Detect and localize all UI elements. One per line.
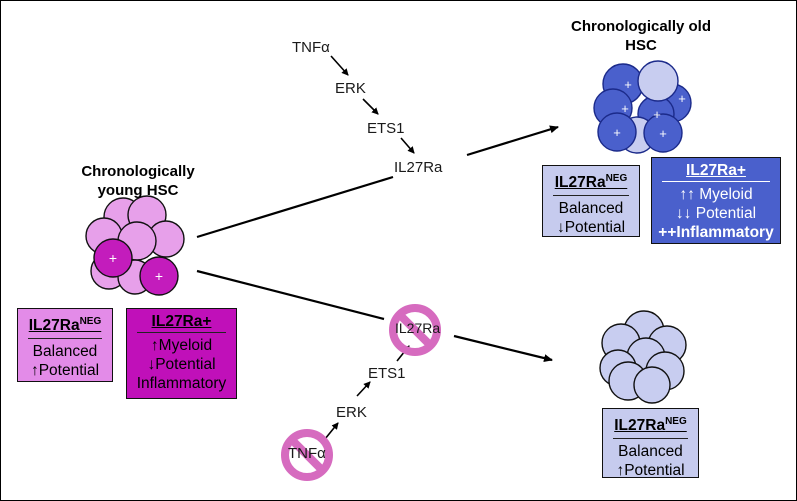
- old-neg-box-line1: Balanced: [558, 200, 624, 218]
- old-cell: [643, 113, 683, 153]
- plus-icon: +: [613, 125, 621, 140]
- prohibited-icon: [389, 304, 441, 356]
- young-pos-box-line3: Inflammatory: [136, 375, 227, 392]
- plus-icon: +: [624, 77, 632, 92]
- lower-erk-label: ERK: [336, 404, 367, 421]
- young-neg-box-line1: Balanced: [32, 343, 98, 361]
- plus-icon: +: [155, 268, 163, 284]
- upper-il27ra-label: IL27Ra: [394, 159, 443, 176]
- lower-tnfa-label: TNFα: [288, 445, 326, 462]
- divider: [28, 338, 102, 340]
- lower-tnfa-to-erk-arrow: [324, 422, 339, 440]
- old-neg-box-title: IL27RaNEG: [554, 173, 628, 192]
- young-cell-il27ra-positive: [139, 256, 179, 296]
- young-cell-il27ra-positive: [93, 238, 133, 278]
- upper-to-old-arrow: [466, 125, 559, 157]
- divider: [553, 195, 629, 197]
- old-il27ra-neg-box: IL27RaNEG Balanced ↓Potential: [542, 165, 640, 237]
- old-neg-box-line2: ↓Potential: [556, 219, 626, 237]
- old-pos-box-line3: ++Inflammatory: [658, 224, 774, 241]
- plus-icon: +: [659, 126, 667, 141]
- plus-icon: +: [678, 91, 686, 106]
- upper-erk-label: ERK: [335, 80, 366, 97]
- old-pos-box-title: IL27Ra+: [686, 162, 746, 179]
- lower-to-aged-arrow: [453, 334, 553, 362]
- old-hsc-heading: Chronologically old HSC: [571, 18, 712, 54]
- young-hsc-heading: Chronologically young HSC: [81, 163, 195, 199]
- young-to-upper-branch-line: [196, 175, 394, 239]
- old-cell: [637, 60, 679, 102]
- young-il27ra-pos-box: IL27Ra+ ↑Myeloid ↓Potential Inflammatory: [126, 308, 237, 399]
- lower-erk-to-ets1-arrow: [356, 381, 371, 397]
- old-pos-box-line1: ↑↑ Myeloid: [679, 186, 753, 203]
- aged-neg-box-title: IL27RaNEG: [614, 416, 687, 435]
- young-pos-box-title: IL27Ra+: [151, 313, 212, 330]
- prohibited-icon: [281, 429, 333, 481]
- old-pos-box-line2: ↓↓ Potential: [675, 205, 757, 222]
- plus-icon: +: [653, 107, 661, 122]
- aged-balanced-il27ra-neg-box: IL27RaNEG Balanced ↑Potential: [602, 408, 699, 480]
- young-pos-box-line1: ↑Myeloid: [150, 337, 213, 354]
- balanced-aged-hsc-cluster: [599, 310, 687, 404]
- old-il27ra-pos-box: IL27Ra+ ↑↑ Myeloid ↓↓ Potential ++Inflam…: [651, 157, 781, 244]
- young-hsc-cluster: [85, 195, 185, 296]
- upper-tnfa-label: TNFα: [292, 39, 330, 56]
- plus-icon: +: [621, 101, 629, 116]
- old-hsc-cluster: [593, 60, 692, 154]
- young-pos-box-line2: ↓Potential: [147, 356, 216, 373]
- aged-neg-box-line1: Balanced: [618, 443, 683, 461]
- young-neg-box-line2: ↑Potential: [30, 362, 100, 380]
- upper-ets1-label: ETS1: [367, 120, 405, 137]
- divider: [613, 438, 688, 440]
- plus-icon: +: [109, 250, 117, 266]
- lower-ets1-label: ETS1: [368, 365, 406, 382]
- old-cell: [597, 112, 637, 152]
- aged-neg-cell: [633, 366, 671, 404]
- lower-il27ra-label: IL27Ra: [395, 320, 441, 336]
- young-to-lower-branch-line: [196, 269, 385, 321]
- upper-ets1-to-il27ra-arrow: [400, 137, 415, 154]
- upper-tnfa-to-erk-arrow: [330, 55, 349, 76]
- young-neg-box-title: IL27RaNEG: [28, 316, 102, 335]
- divider: [137, 332, 226, 333]
- young-il27ra-neg-box: IL27RaNEG Balanced ↑Potential: [17, 308, 113, 382]
- divider: [662, 181, 770, 182]
- aged-neg-box-line2: ↑Potential: [616, 462, 685, 480]
- upper-erk-to-ets1-arrow: [362, 98, 379, 115]
